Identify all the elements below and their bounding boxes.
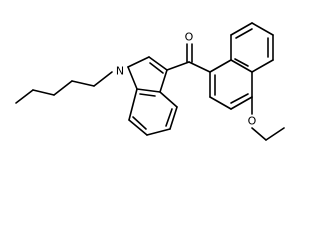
atom-labels: O N O xyxy=(116,31,257,128)
bond-pentyl-3 xyxy=(53,80,73,96)
bond-lines xyxy=(15,22,285,141)
bond-n1-c2 xyxy=(127,56,150,68)
bond-c6-c7 xyxy=(128,119,148,136)
bond-c6-c7-double xyxy=(132,116,147,130)
bond-n5-n4a xyxy=(251,59,274,73)
atom-label-indole-nitrogen: N xyxy=(116,65,124,78)
bond-c3a-c4 xyxy=(159,91,178,108)
bond-c4-c5-double xyxy=(165,108,173,127)
bond-c7-c7a xyxy=(128,88,138,121)
molecule-structure: O N O xyxy=(15,22,285,141)
bond-pentyl-2 xyxy=(32,89,55,96)
bond-n2-n3 xyxy=(209,96,232,110)
bond-n8a-n1 xyxy=(209,59,232,73)
bond-c4-c5 xyxy=(169,106,178,130)
bond-c3-carbonyl xyxy=(166,61,190,71)
bond-n3-n4 xyxy=(230,96,253,110)
bond-pentyl-5 xyxy=(93,71,113,87)
bond-carbonyl-naph xyxy=(188,61,211,73)
bond-ch2-ch3 xyxy=(265,127,285,141)
bond-n7-n6 xyxy=(251,22,274,36)
bond-n8-n7 xyxy=(230,22,253,36)
bond-c3a-c7a xyxy=(136,88,161,93)
atom-label-ether-oxygen: O xyxy=(248,115,257,128)
bond-c2-c3-double xyxy=(149,62,164,74)
atom-label-carbonyl-oxygen: O xyxy=(185,31,194,44)
bond-c5-c6 xyxy=(146,128,171,136)
bond-n3-n4-double xyxy=(230,93,249,104)
bond-c3-c3a xyxy=(159,69,168,93)
bond-n8-n7-double xyxy=(235,28,253,39)
bond-n4a-n8a xyxy=(230,59,253,73)
bond-ether-o-ch2 xyxy=(251,127,267,141)
bond-pentyl-4 xyxy=(71,80,95,87)
bond-c2-c3 xyxy=(148,56,168,71)
bond-c3a-c7a-inner xyxy=(139,93,156,97)
bond-pentyl-1 xyxy=(15,89,34,104)
bond-c7a-n1 xyxy=(127,66,138,90)
bond-n4a-n8a-inner xyxy=(234,58,249,67)
